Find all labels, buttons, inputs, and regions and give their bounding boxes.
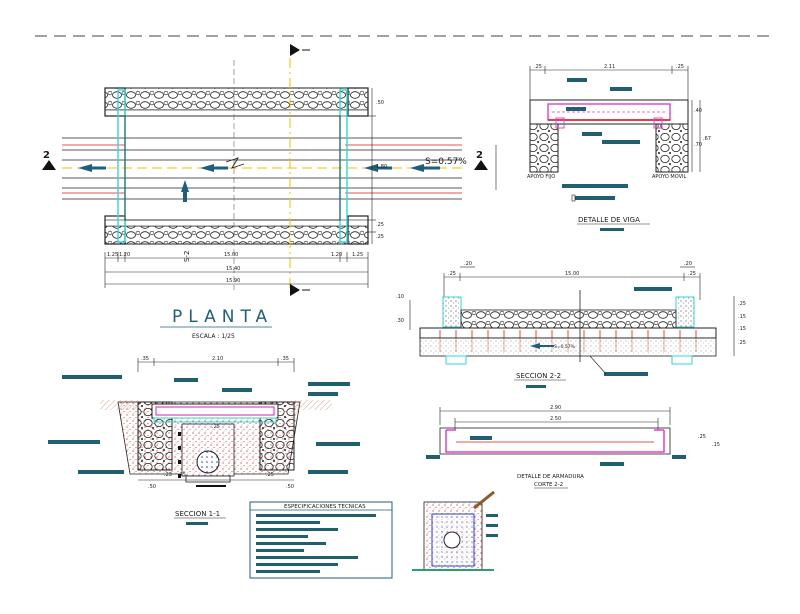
- svg-text:.25: .25: [688, 271, 696, 277]
- plan-section-marker-right: 2: [474, 150, 488, 170]
- svg-text:.15: .15: [712, 442, 720, 448]
- svg-text:.15: .15: [738, 326, 746, 332]
- svg-text:1.25: 1.25: [352, 252, 363, 258]
- svg-text:2.90: 2.90: [550, 405, 561, 411]
- beam-detail-title: DETALLE DE VIGA: [578, 216, 640, 224]
- svg-text:.25: .25: [534, 64, 542, 70]
- plan-view: S=0.57% S-2 2 2 .50 1.80 .25 .25: [42, 44, 497, 340]
- plan-slope-label: S=0.57%: [425, 157, 467, 167]
- plan-cut-flag-top: [290, 44, 300, 56]
- svg-text:2: 2: [43, 150, 50, 161]
- svg-text:.70: .70: [694, 142, 702, 148]
- reinforcement-detail: 2.90 2.50 .25 .15 DETALLE DE ARMADURA CO…: [426, 405, 720, 489]
- svg-text:.25: .25: [376, 234, 384, 240]
- svg-text:15.00: 15.00: [224, 252, 238, 258]
- section-1-1: .35 2.10 .35 .25 .50 .23 .: [48, 356, 360, 525]
- svg-text:.20: .20: [464, 261, 472, 267]
- beam-support-fixed: [529, 123, 559, 173]
- plan-scale: ESCALA : 1/25: [192, 333, 235, 340]
- svg-text:.25: .25: [448, 271, 456, 277]
- reinforcement-cage: [439, 427, 671, 455]
- svg-text:1.20: 1.20: [331, 252, 342, 258]
- svg-text:.25: .25: [266, 472, 274, 478]
- specs-box: ESPECIFICACIONES TECNICAS: [249, 501, 393, 579]
- svg-text:2: 2: [476, 150, 483, 161]
- svg-text:.25: .25: [178, 472, 186, 478]
- svg-text:.25: .25: [738, 340, 746, 346]
- svg-text:15.00: 15.00: [565, 271, 579, 277]
- svg-text:.50: .50: [148, 484, 156, 490]
- section-22-title: SECCION 2-2: [516, 372, 561, 380]
- section-11-slab: [151, 403, 279, 419]
- plan-title: PLANTA: [172, 307, 273, 327]
- plan-cut-flag-bottom: [290, 284, 300, 296]
- specs-title: ESPECIFICACIONES TECNICAS: [284, 504, 366, 510]
- svg-text:APOYO FIJO: APOYO FIJO: [527, 174, 555, 180]
- svg-text:.25: .25: [698, 434, 706, 440]
- section-2-2: .25 .20 15.00 .20 .25 S=0.57%: [396, 261, 746, 388]
- plan-wall-bottom: [104, 225, 369, 245]
- small-culvert-detail: [412, 490, 498, 571]
- svg-text:.25: .25: [676, 64, 684, 70]
- section-22-stone-layer: [460, 309, 677, 329]
- plan-wall-top: [104, 87, 369, 111]
- svg-text:.35: .35: [281, 356, 289, 362]
- svg-text:.25: .25: [376, 222, 384, 228]
- svg-text:.40: .40: [694, 108, 702, 114]
- svg-text:.25: .25: [212, 424, 220, 430]
- svg-text:.10: .10: [396, 294, 404, 300]
- svg-text:.35: .35: [141, 356, 149, 362]
- reinforcement-title: DETALLE DE ARMADURA: [517, 474, 584, 480]
- svg-text:.30: .30: [396, 318, 404, 324]
- svg-text:.25: .25: [738, 301, 746, 307]
- svg-text:15.40: 15.40: [226, 266, 240, 272]
- svg-text:.20: .20: [684, 261, 692, 267]
- road-lines: [62, 137, 462, 200]
- reinforcement-subtitle: CORTE 2-2: [534, 482, 563, 488]
- svg-text:15.90: 15.90: [226, 278, 240, 284]
- plan-section-marker-left: 2: [42, 150, 56, 170]
- beam-support-mobile: [655, 123, 689, 173]
- svg-text:APOYO MOVIL: APOYO MOVIL: [652, 174, 686, 180]
- svg-text:.23: .23: [164, 472, 172, 478]
- beam-detail: .25 2.11 .25 APOYO FIJO APOYO MOVIL .40 …: [527, 64, 711, 231]
- svg-text:2.50: 2.50: [550, 416, 561, 422]
- plan-flow-arrows: [78, 164, 440, 202]
- svg-text:2.11: 2.11: [604, 64, 615, 70]
- section-11-pipe: [196, 450, 220, 474]
- svg-text:1.20: 1.20: [119, 252, 130, 258]
- svg-text:2.10: 2.10: [212, 356, 223, 362]
- svg-text:S=0.57%: S=0.57%: [554, 344, 576, 350]
- svg-text:1.25: 1.25: [107, 252, 118, 258]
- svg-text:.50: .50: [376, 100, 384, 106]
- svg-text:.15: .15: [738, 314, 746, 320]
- svg-text:.67: .67: [703, 136, 711, 142]
- plan-s2-label: S-2: [183, 251, 191, 262]
- svg-text:1.80: 1.80: [376, 164, 387, 170]
- svg-text:.50: .50: [286, 484, 294, 490]
- section-11-title: SECCION 1-1: [175, 510, 220, 518]
